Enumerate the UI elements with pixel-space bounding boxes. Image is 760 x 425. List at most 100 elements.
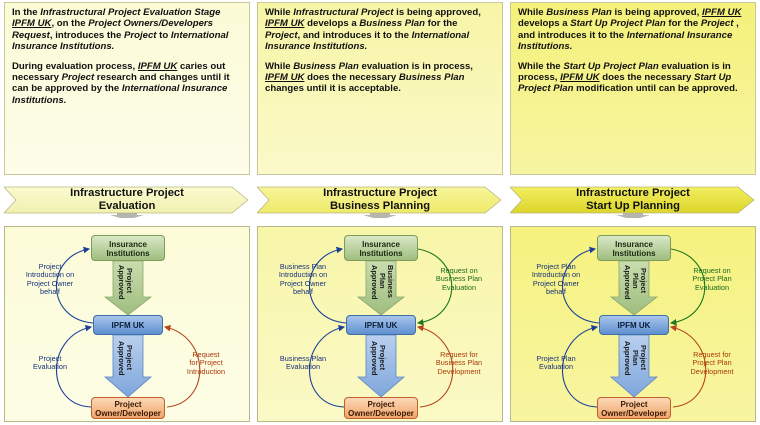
- description-paragraph-1: While Business Plan is being approved, I…: [518, 7, 748, 53]
- stage-title-line-1: Infrastructure Project: [323, 187, 437, 199]
- stage-banner: Infrastructure Project Business Planning: [257, 184, 503, 218]
- flow-arrows: [56, 246, 201, 408]
- text-run: develops a: [304, 18, 360, 30]
- text-run: Project: [61, 72, 95, 84]
- right-lower-curve: [416, 324, 454, 408]
- ipfm-uk-node: IPFM UK: [599, 315, 669, 335]
- stage-description: While Business Plan is being approved, I…: [510, 2, 756, 175]
- stage-title: Infrastructure Project Business Planning: [277, 187, 483, 213]
- description-paragraph-1: In the Infrastructural Project Evaluatio…: [12, 7, 242, 53]
- text-run: does the necessary: [304, 72, 399, 84]
- text-run: Project: [123, 29, 157, 41]
- text-run: Start Up Project Plan: [518, 72, 732, 95]
- approval-arrow-lower: [356, 334, 406, 398]
- text-run: During evaluation process,: [12, 60, 138, 72]
- approval-arrow-upper: [103, 260, 153, 316]
- stage-banner-arrow: [510, 186, 755, 218]
- text-run: Project: [700, 18, 734, 30]
- description-paragraph-2: During evaluation process, IPFM UK carie…: [12, 61, 242, 107]
- stage-banner: Infrastructure Project Evaluation: [4, 184, 250, 218]
- text-run: Business Plan: [546, 7, 612, 18]
- text-run: , introduces the: [49, 29, 124, 41]
- description-paragraph-2: While Business Plan evaluation is in pro…: [265, 61, 495, 95]
- flow-arrows: [309, 246, 454, 408]
- stage-title-line-1: Infrastructure Project: [70, 187, 184, 199]
- text-run: Infrastructural Project: [293, 7, 394, 18]
- text-run: Business Plan: [359, 18, 425, 30]
- text-run: , and introduces it to the: [297, 29, 412, 41]
- ipfm-uk-node: IPFM UK: [346, 315, 416, 335]
- text-run: changes until it is acceptable.: [265, 83, 401, 95]
- stage-banner: Infrastructure Project Start Up Planning: [510, 184, 756, 218]
- text-run: does the necessary: [599, 72, 694, 84]
- text-run: Project: [265, 29, 298, 41]
- left-upper-curve: [562, 246, 600, 324]
- left-lower-curve: [56, 324, 93, 408]
- text-run: modification until can be approved.: [573, 83, 738, 95]
- approval-arrow-upper: [356, 260, 406, 316]
- stage-column-3: While Business Plan is being approved, I…: [510, 0, 756, 425]
- text-run: Start Up Project Plan: [570, 18, 666, 30]
- text-run: International Insurance Institutions.: [12, 29, 229, 53]
- text-run: International Insurance Institutions.: [518, 29, 733, 53]
- text-run: International Insurance Institutions.: [12, 83, 228, 106]
- text-run: for the: [665, 18, 701, 30]
- right-upper-curve: [669, 248, 706, 326]
- text-run: , and introduces it to the: [518, 18, 739, 41]
- stage-banner-arrow: [4, 186, 249, 218]
- text-run: IPFM UK: [265, 72, 305, 84]
- text-run: Business Plan: [398, 72, 465, 84]
- text-run: for the: [424, 18, 458, 30]
- text-run: IPFM UK: [12, 18, 52, 30]
- approval-arrow-upper: [609, 260, 659, 316]
- stage-title: Infrastructure Project Start Up Planning: [530, 187, 736, 213]
- left-upper-curve: [56, 246, 94, 324]
- stage-column-2: While Infrastructural Project is being a…: [257, 0, 503, 425]
- text-run: Business Plan: [293, 60, 359, 72]
- stage-description: While Infrastructural Project is being a…: [257, 2, 503, 175]
- left-upper-curve: [309, 246, 347, 324]
- text-run: develops a: [518, 18, 571, 30]
- stage-banner-arrow: [257, 186, 502, 218]
- stage-title-line-2: Business Planning: [329, 200, 431, 212]
- approval-arrow-lower: [103, 334, 153, 398]
- text-run: IPFM UK: [137, 60, 178, 72]
- text-run: In the: [12, 7, 41, 18]
- description-paragraph-1: While Infrastructural Project is being a…: [265, 7, 495, 53]
- text-run: IPFM UK: [701, 7, 742, 18]
- text-run: is being approved,: [611, 7, 702, 18]
- text-run: Start Up Project Plan: [563, 60, 659, 72]
- left-lower-curve: [309, 324, 346, 408]
- text-run: caries out necessary: [12, 60, 226, 84]
- text-run: IPFM UK: [560, 72, 600, 84]
- text-run: While the: [518, 60, 564, 72]
- text-run: evaluation is in process,: [358, 60, 473, 72]
- text-run: to: [156, 29, 171, 41]
- text-run: research and changes until it can be app…: [12, 72, 230, 95]
- stage-title: Infrastructure Project Evaluation: [24, 187, 230, 213]
- text-run: International Insurance Institutions.: [265, 29, 470, 53]
- text-run: IPFM UK: [265, 18, 305, 30]
- text-run: , on the: [51, 18, 89, 30]
